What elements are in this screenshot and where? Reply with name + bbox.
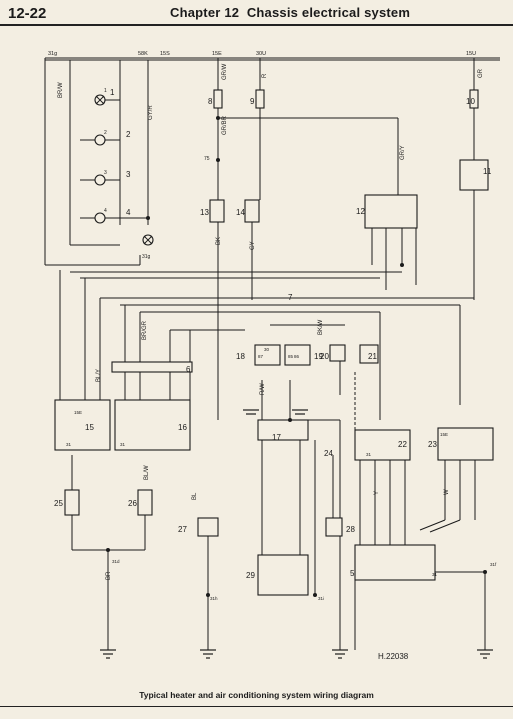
wire-color-label: Y xyxy=(374,491,380,495)
lamp-crosses xyxy=(95,95,153,245)
node-label: 2 xyxy=(104,130,107,136)
component-number: 23 xyxy=(428,440,437,449)
component-number: 3 xyxy=(126,170,131,179)
wire-color-label: R/W xyxy=(260,383,266,395)
component-number: 14 xyxy=(236,208,245,217)
node-label: 75 xyxy=(204,156,210,162)
bus-label: 15U xyxy=(466,51,476,57)
wiring-diagram: 31g58K15S15E30U15U1234567891011121314151… xyxy=(44,51,500,659)
terminal-label: 86 xyxy=(294,354,300,359)
bus-label: 58K xyxy=(138,51,148,57)
component-number: 24 xyxy=(324,449,333,458)
terminal-label: 85 xyxy=(288,354,294,359)
wire-color-label: BR/W xyxy=(58,82,64,98)
component-number: 19 xyxy=(314,352,323,361)
terminal-label: 31 xyxy=(366,452,372,457)
wire-color-label: GR/BR xyxy=(222,115,228,135)
component-number: 25 xyxy=(54,499,63,508)
header-rule xyxy=(0,24,513,26)
bus-label: 31g xyxy=(48,51,57,57)
component-number: 21 xyxy=(368,352,377,361)
node-label: 1 xyxy=(104,88,107,94)
terminal-label: 31 xyxy=(120,442,126,447)
wire-color-label: BR xyxy=(106,571,112,580)
component-number: 5 xyxy=(350,569,355,578)
terminal-label: 31f xyxy=(490,562,497,567)
ground-symbols xyxy=(100,409,493,659)
chapter-title: Chapter 12 Chassis electrical system xyxy=(170,5,410,20)
wire-color-label: BL/Y xyxy=(96,369,102,382)
component-number: 22 xyxy=(398,440,407,449)
bus-label: 15S xyxy=(160,51,170,57)
wire-color-label: GR/W xyxy=(222,63,228,80)
component-number: 17 xyxy=(272,433,281,442)
component-number: 6 xyxy=(186,365,191,374)
figure-reference: H.22038 xyxy=(378,652,409,661)
bus-label: 15E xyxy=(212,51,222,57)
component-number: 10 xyxy=(466,97,475,106)
terminal-label: 30 xyxy=(264,347,270,352)
bus-label: 30U xyxy=(256,51,266,57)
wire-color-label: GY xyxy=(250,241,256,250)
component-number: 26 xyxy=(128,499,137,508)
component-number: 16 xyxy=(178,423,187,432)
wire-color-label: BK/W xyxy=(318,319,324,335)
splice-dots xyxy=(106,116,487,597)
page-number: 12-22 xyxy=(8,5,47,22)
component-number: 11 xyxy=(483,167,492,176)
component-number: 12 xyxy=(356,207,365,216)
component-number: 13 xyxy=(200,208,209,217)
wire-color-label: BR/GR xyxy=(142,320,148,340)
node-label: 31g xyxy=(142,254,151,260)
wire-color-label: W xyxy=(444,489,450,495)
wire-color-label: BL xyxy=(192,492,198,500)
component-number: 2 xyxy=(126,130,131,139)
component-number: 8 xyxy=(208,97,213,106)
node-label: 4 xyxy=(104,208,107,214)
terminal-label: 87 xyxy=(258,354,264,359)
terminal-label: 31 xyxy=(432,572,438,577)
wire-color-label: R xyxy=(262,73,268,78)
component-number: 20 xyxy=(320,352,329,361)
terminal-label: 31d xyxy=(112,559,120,564)
terminal-label: 31i xyxy=(318,596,324,601)
component-number: 18 xyxy=(236,352,245,361)
component-number: 7 xyxy=(288,293,293,302)
wire-color-label: GY/R xyxy=(148,105,154,120)
section-title: Chassis electrical system xyxy=(246,5,411,20)
component-number: 1 xyxy=(110,88,115,97)
wire-color-label: BL/W xyxy=(144,465,150,480)
terminal-label: 15E xyxy=(74,410,82,415)
wire-color-label: GR xyxy=(478,68,484,78)
component-number: 4 xyxy=(126,208,131,217)
component-number: 29 xyxy=(246,571,255,580)
component-number: 27 xyxy=(178,525,187,534)
component-shapes xyxy=(54,89,494,596)
component-number: 15 xyxy=(85,423,94,432)
node-label: 3 xyxy=(104,170,107,176)
terminal-label: 31h xyxy=(210,596,218,601)
chapter-label: Chapter 12 xyxy=(170,5,240,20)
figure-caption: Typical heater and air conditioning syst… xyxy=(139,690,374,700)
wire-color-label: BK xyxy=(216,237,222,245)
terminal-label: 15E xyxy=(440,432,448,437)
component-number: 9 xyxy=(250,97,255,106)
footer-rule xyxy=(0,706,513,707)
page-header: 12-22 Chapter 12 Chassis electrical syst… xyxy=(0,0,513,28)
wire-color-label: GR/Y xyxy=(400,145,406,160)
terminal-label: 31 xyxy=(66,442,72,447)
component-number: 28 xyxy=(346,525,355,534)
